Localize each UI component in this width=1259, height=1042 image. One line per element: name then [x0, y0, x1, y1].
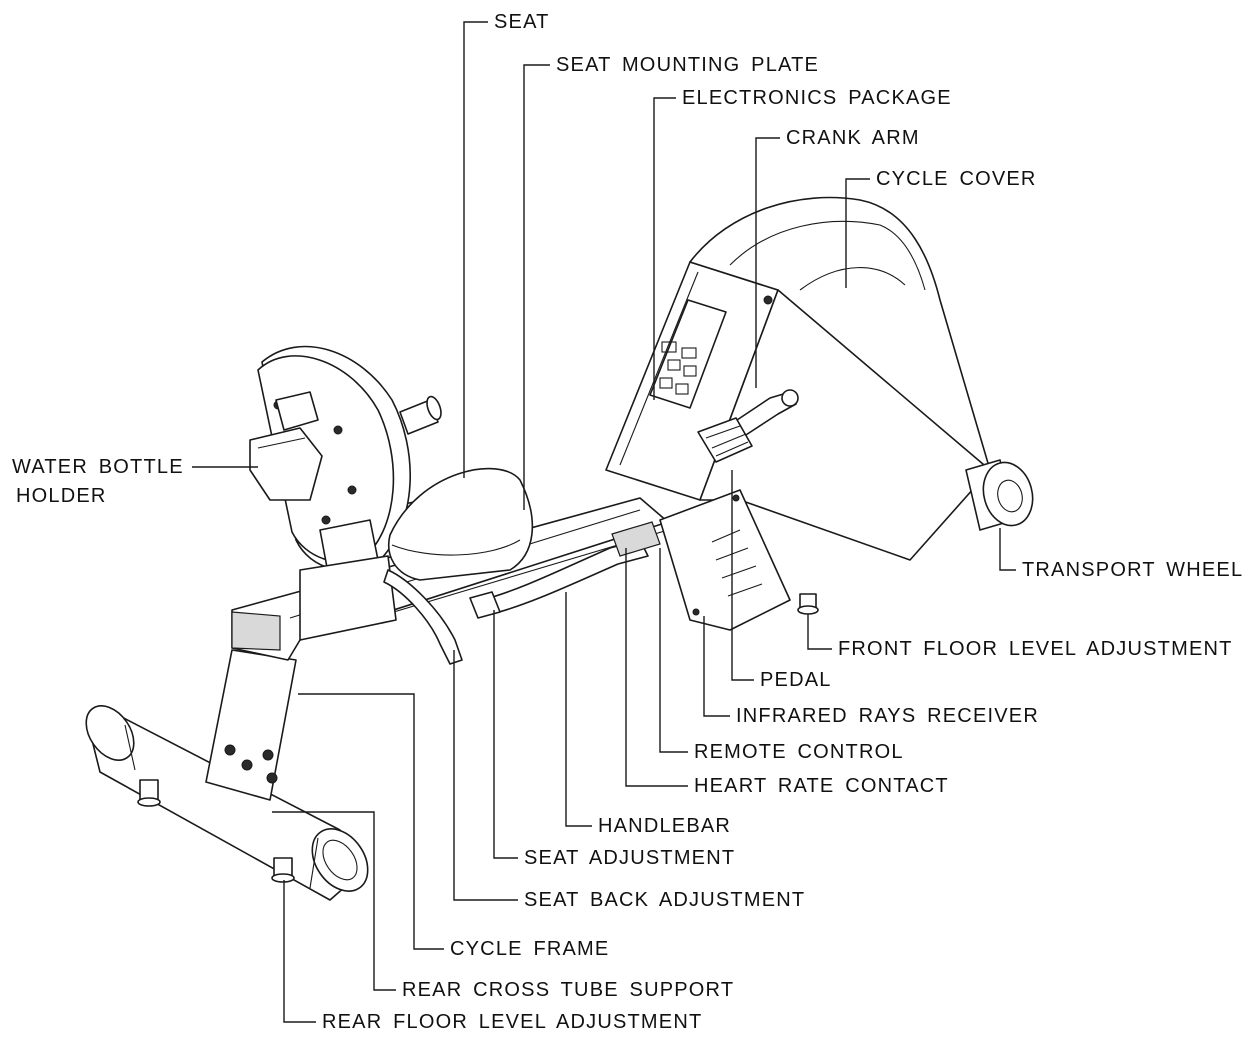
label-electronics-package: ELECTRONICS PACKAGE [682, 87, 952, 109]
label-infrared-rays-receiver: INFRARED RAYS RECEIVER [736, 705, 1039, 727]
rear-stub [399, 395, 442, 435]
front-foot [797, 593, 819, 615]
transport-wheel-shape [965, 459, 1034, 531]
label-handlebar: HANDLEBAR [598, 815, 732, 837]
seat-support [299, 519, 397, 641]
label-seat-mounting-plate: SEAT MOUNTING PLATE [556, 54, 820, 76]
label-transport-wheel: TRANSPORT WHEEL [1022, 559, 1244, 581]
label-cycle-cover: CYCLE COVER [876, 168, 1037, 190]
rear-feet [137, 779, 295, 883]
crank-and-pedal [697, 389, 799, 463]
seat-cushion [388, 467, 534, 581]
label-rear-cross-tube-support: REAR CROSS TUBE SUPPORT [402, 979, 735, 1001]
water-bottle-holder [249, 391, 323, 501]
leader-lines [192, 21, 1016, 1023]
label-cycle-frame: CYCLE FRAME [450, 938, 610, 960]
label-water-bottle-holder-2: HOLDER [16, 485, 107, 507]
label-seat: SEAT [494, 11, 550, 33]
label-remote-control: REMOTE CONTROL [694, 741, 904, 763]
label-water-bottle-holder-1: WATER BOTTLE [12, 456, 184, 478]
rear-cross-tube [85, 705, 369, 901]
label-crank-arm: CRANK ARM [786, 127, 920, 149]
label-front-floor-level-adjustment: FRONT FLOOR LEVEL ADJUSTMENT [838, 638, 1233, 660]
front-housing [605, 196, 991, 631]
frame-post [205, 649, 297, 801]
label-seat-adjustment: SEAT ADJUSTMENT [524, 847, 736, 869]
handlebar-assembly [469, 521, 661, 619]
label-heart-rate-contact: HEART RATE CONTACT [694, 775, 949, 797]
label-rear-floor-level-adjustment: REAR FLOOR LEVEL ADJUSTMENT [322, 1011, 703, 1033]
label-pedal: PEDAL [760, 669, 832, 691]
label-seat-back-adjustment: SEAT BACK ADJUSTMENT [524, 889, 806, 911]
seat-back-lever [383, 569, 463, 665]
